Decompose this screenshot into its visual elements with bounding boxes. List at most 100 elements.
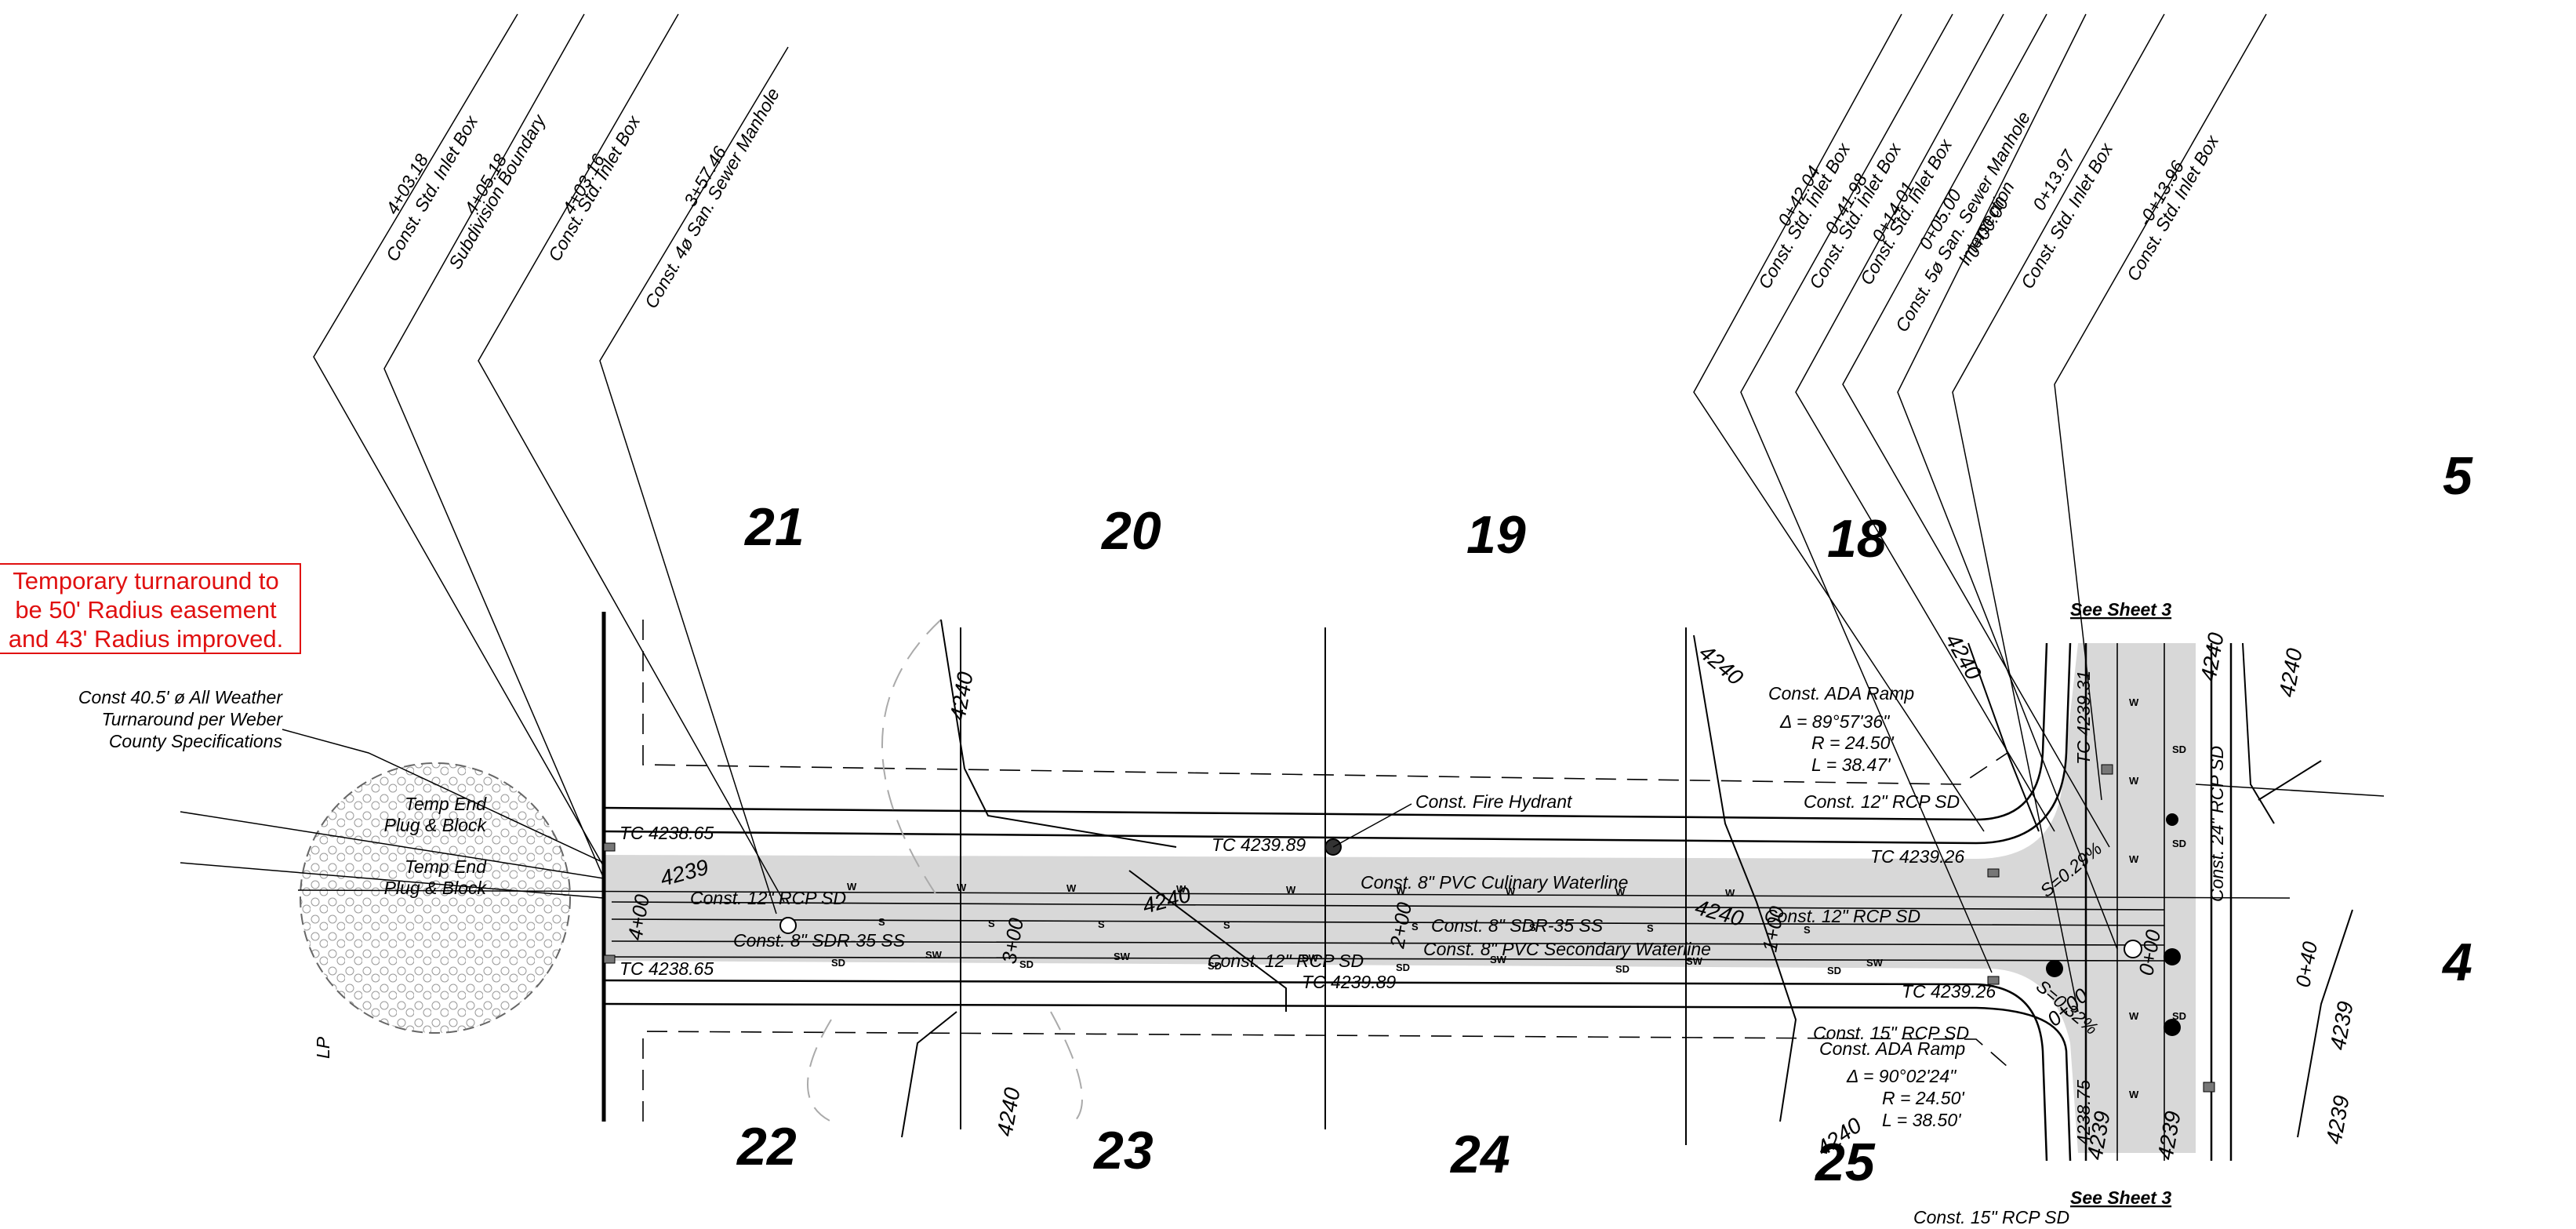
tc-label: 4238.75 — [2073, 1080, 2094, 1145]
svg-text:4239: 4239 — [2321, 1093, 2353, 1146]
rcp-label: Const. 15" RCP SD — [1813, 1023, 1969, 1043]
ada-ramp-top: Const. ADA Ramp Δ = 89°57'36" R = 24.50'… — [1768, 683, 1914, 775]
valve-icons — [2046, 813, 2181, 1036]
rcp-label: Const. 12" RCP SD — [1804, 791, 1960, 812]
svg-text:SD: SD — [1208, 960, 1222, 972]
lot-number: 20 — [1100, 501, 1161, 561]
ada-length: L = 38.47' — [1811, 754, 1891, 775]
see-sheet-top: See Sheet 3 — [2070, 599, 2171, 620]
svg-text:W: W — [1176, 883, 1186, 895]
leader-text-left: 4+03.18 Const. Std. Inlet Box 4+05.18 Su… — [382, 85, 783, 312]
svg-text:S: S — [1223, 919, 1230, 931]
contour-lines — [901, 619, 2353, 1138]
leader-text-right: 0+42.04 Const. Std. Inlet Box 0+41.98 Co… — [1754, 108, 2223, 336]
svg-text:W: W — [1506, 885, 1516, 897]
turnaround-note-box: Temporary turnaround to be 50' Radius ea… — [0, 563, 301, 654]
turnaround-line-3: County Specifications — [109, 731, 283, 751]
svg-text:W: W — [1615, 886, 1626, 898]
svg-text:S: S — [1804, 924, 1811, 936]
ada-radius: R = 24.50' — [1811, 733, 1895, 753]
ada-length: L = 38.50' — [1882, 1110, 1962, 1130]
tc-label: TC 4238.65 — [619, 958, 714, 979]
svg-text:SD: SD — [1019, 958, 1034, 970]
culinary-label: Const. 8" PVC Culinary Waterline — [1361, 872, 1628, 893]
ada-ramp-bottom: Const. ADA Ramp Δ = 90°02'24" R = 24.50'… — [1819, 1038, 1965, 1130]
inlet-box-icons — [603, 764, 2215, 1093]
tc-labels: TC 4238.65 TC 4238.65 TC 4239.89 TC 4239… — [619, 671, 2094, 1145]
ada-title: Const. ADA Ramp — [1768, 683, 1914, 704]
note-line-1: Temporary turnaround to — [13, 567, 279, 595]
ada-title: Const. ADA Ramp — [1819, 1038, 1965, 1059]
ada-radius: R = 24.50' — [1882, 1088, 1965, 1108]
svg-text:4240: 4240 — [2196, 631, 2228, 683]
svg-text:S: S — [878, 916, 885, 928]
edge-text: LP — [313, 1036, 333, 1059]
svg-text:W: W — [957, 882, 967, 893]
temporary-turnaround — [300, 762, 571, 1034]
svg-text:SD: SD — [2172, 838, 2186, 849]
svg-text:SD: SD — [1396, 962, 1410, 973]
station-desc: Const. Std. Inlet Box — [2123, 131, 2223, 285]
lot-number: 24 — [1449, 1125, 1510, 1184]
note-line-3: and 43' Radius improved. — [8, 625, 284, 653]
rcp-label: Const. 15" RCP SD — [1913, 1207, 2069, 1227]
tc-label: TC 4239.26 — [1870, 846, 1964, 867]
svg-text:W: W — [1396, 885, 1406, 896]
temp-end-line-2: Plug & Block — [384, 878, 488, 898]
lot-number: 21 — [743, 497, 805, 557]
tc-label: TC 4239.89 — [1212, 834, 1306, 855]
lot-number: 5 — [2443, 446, 2473, 506]
lot-number: 23 — [1092, 1121, 1154, 1180]
rcp-label: Const. 12" RCP SD — [1208, 951, 1364, 971]
svg-text:W: W — [1286, 884, 1296, 896]
tc-label: TC 4239.89 — [1302, 972, 1396, 992]
svg-text:S: S — [1529, 922, 1536, 933]
svg-text:SD: SD — [2172, 1010, 2186, 1022]
fire-hydrant-label: Const. Fire Hydrant — [1415, 791, 1573, 812]
svg-text:W: W — [847, 881, 857, 893]
station-desc: Const. Std. Inlet Box — [544, 111, 645, 265]
turnaround-line-1: Const 40.5' ø All Weather — [78, 687, 283, 707]
svg-text:SD: SD — [2172, 744, 2186, 755]
svg-text:SD: SD — [831, 957, 845, 969]
temp-end-line-1: Temp End — [405, 794, 487, 814]
svg-text:0+40: 0+40 — [2291, 940, 2322, 989]
leader-lines-right — [1693, 13, 2267, 1013]
svg-text:W: W — [2129, 1089, 2139, 1100]
svg-text:S: S — [1412, 921, 1419, 933]
tc-label: TC 4239.26 — [1902, 981, 1996, 1002]
svg-text:SW: SW — [1866, 957, 1884, 969]
svg-text:4240: 4240 — [1695, 640, 1748, 690]
turnaround-label: Const 40.5' ø All Weather Turnaround per… — [78, 687, 488, 898]
svg-text:S: S — [1647, 922, 1654, 934]
svg-text:4239: 4239 — [2325, 999, 2357, 1052]
lot-number: 22 — [736, 1117, 797, 1176]
svg-text:S: S — [988, 918, 995, 929]
setback-lines — [642, 619, 2008, 1122]
lot-number: 18 — [1827, 509, 1887, 569]
temp-end-line-1: Temp End — [405, 856, 487, 877]
tc-label: TC 4238.65 — [619, 823, 714, 843]
svg-text:SW: SW — [925, 949, 943, 961]
secondary-label: Const. 8" PVC Secondary Waterline — [1423, 939, 1711, 959]
svg-text:SW: SW — [1114, 951, 1131, 962]
lot-number: 4 — [2441, 933, 2472, 992]
utility-lines — [297, 643, 2385, 1161]
svg-text:S: S — [1098, 918, 1105, 930]
svg-text:SW: SW — [1302, 952, 1319, 964]
svg-text:SD: SD — [1615, 963, 1630, 975]
leader-lines-left — [180, 13, 789, 914]
svg-text:SW: SW — [1490, 954, 1507, 965]
see-sheet-labels: See Sheet 3 See Sheet 3 — [2070, 599, 2171, 1208]
see-sheet-bottom: See Sheet 3 — [2070, 1187, 2171, 1208]
tc-label: TC 4239.31 — [2073, 671, 2094, 765]
ada-delta: Δ = 90°02'24" — [1846, 1066, 1957, 1086]
svg-text:W: W — [1725, 887, 1735, 899]
rcp-label: Const. 12" RCP SD — [690, 888, 846, 908]
svg-text:4240: 4240 — [992, 1085, 1024, 1138]
ada-delta: Δ = 89°57'36" — [1779, 711, 1891, 732]
station-desc: Const. 5ø San. Sewer Manhole — [1891, 108, 2034, 336]
turnaround-line-2: Turnaround per Weber — [101, 709, 283, 729]
temp-end-line-2: Plug & Block — [384, 815, 488, 835]
